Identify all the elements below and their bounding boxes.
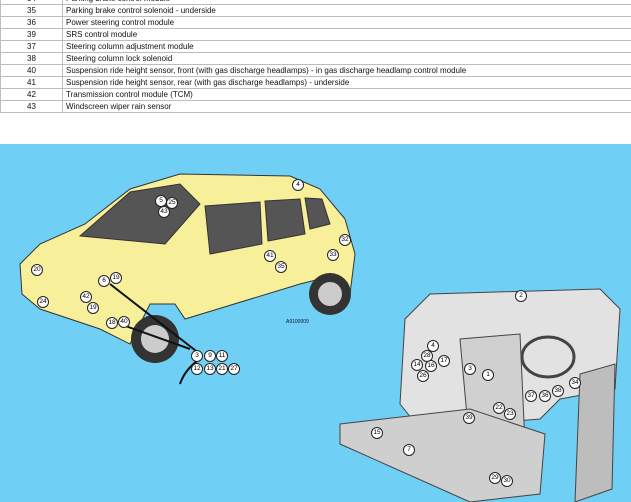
callout-number: 43 (158, 206, 170, 218)
callout-number: 17 (438, 355, 450, 367)
callout-number: 1 (482, 369, 494, 381)
callout-number: 30 (501, 475, 513, 487)
component-description: Parking brake control module (62, 0, 631, 5)
callout-number: 9 (204, 350, 216, 362)
component-number: 38 (0, 52, 63, 65)
vehicle-illustration (19, 173, 621, 502)
callout-number: 22 (493, 402, 505, 414)
callout-number: 36 (539, 390, 551, 402)
callout-number: 11 (216, 350, 228, 362)
callout-number: 12 (191, 363, 203, 375)
component-number: 43 (0, 100, 63, 113)
steering-wheel (520, 335, 576, 379)
callout-number: 41 (264, 250, 276, 262)
component-description: Parking brake control solenoid - undersi… (62, 4, 631, 17)
component-number: 40 (0, 64, 63, 77)
callout-number: 32 (339, 234, 351, 246)
callout-number: 38 (552, 385, 564, 397)
callout-number: 20 (31, 264, 43, 276)
callout-number: 23 (504, 408, 516, 420)
callout-number: 16 (425, 360, 437, 372)
callout-number: 19 (87, 302, 99, 314)
callout-number: 4 (292, 179, 304, 191)
callout-number: 29 (489, 472, 501, 484)
callout-number: 13 (204, 363, 216, 375)
component-description: Suspension ride height sensor, front (wi… (62, 64, 631, 77)
callout-number: 26 (417, 370, 429, 382)
component-number: 41 (0, 76, 63, 89)
door-panel (574, 363, 616, 502)
callout-number: 27 (228, 363, 240, 375)
component-number: 35 (0, 4, 63, 17)
callout-number: 37 (525, 390, 537, 402)
callout-number: 3 (464, 363, 476, 375)
side-windows (204, 197, 331, 255)
callout-number: 24 (37, 296, 49, 308)
component-number: 39 (0, 28, 63, 41)
callout-number: 4 (427, 340, 439, 352)
callout-number: 14 (411, 359, 423, 371)
callout-number: 15 (371, 427, 383, 439)
callout-number: 2 (515, 290, 527, 302)
callout-number: 33 (327, 249, 339, 261)
component-number: 36 (0, 16, 63, 29)
component-description: Suspension ride height sensor, rear (wit… (62, 76, 631, 89)
component-number: 42 (0, 88, 63, 101)
callout-number: 19 (110, 272, 122, 284)
callout-number: 18 (106, 317, 118, 329)
callout-number: 35 (275, 261, 287, 273)
callout-number: 3 (191, 350, 203, 362)
component-number: 34 (0, 0, 63, 5)
component-description: Steering column lock solenoid (62, 52, 631, 65)
table-row: 34Parking brake control module (0, 0, 631, 5)
callout-number: 6 (98, 275, 110, 287)
callout-number: 25 (166, 197, 178, 209)
callout-number: 40 (118, 316, 130, 328)
callout-number: 7 (403, 444, 415, 456)
component-description: Power steering control module (62, 16, 631, 29)
callout-number: 34 (569, 377, 581, 389)
callout-number: 21 (216, 363, 228, 375)
callout-number: 39 (463, 412, 475, 424)
component-description: SRS control module (62, 28, 631, 41)
component-table: 34Parking brake control module35Parking … (0, 0, 631, 113)
component-number: 37 (0, 40, 63, 53)
component-description: Steering column adjustment module (62, 40, 631, 53)
component-description: Windscreen wiper rain sensor (62, 100, 631, 113)
figure-reference: A9100009 (286, 319, 309, 325)
component-description: Transmission control module (TCM) (62, 88, 631, 101)
callout-number: 42 (80, 291, 92, 303)
